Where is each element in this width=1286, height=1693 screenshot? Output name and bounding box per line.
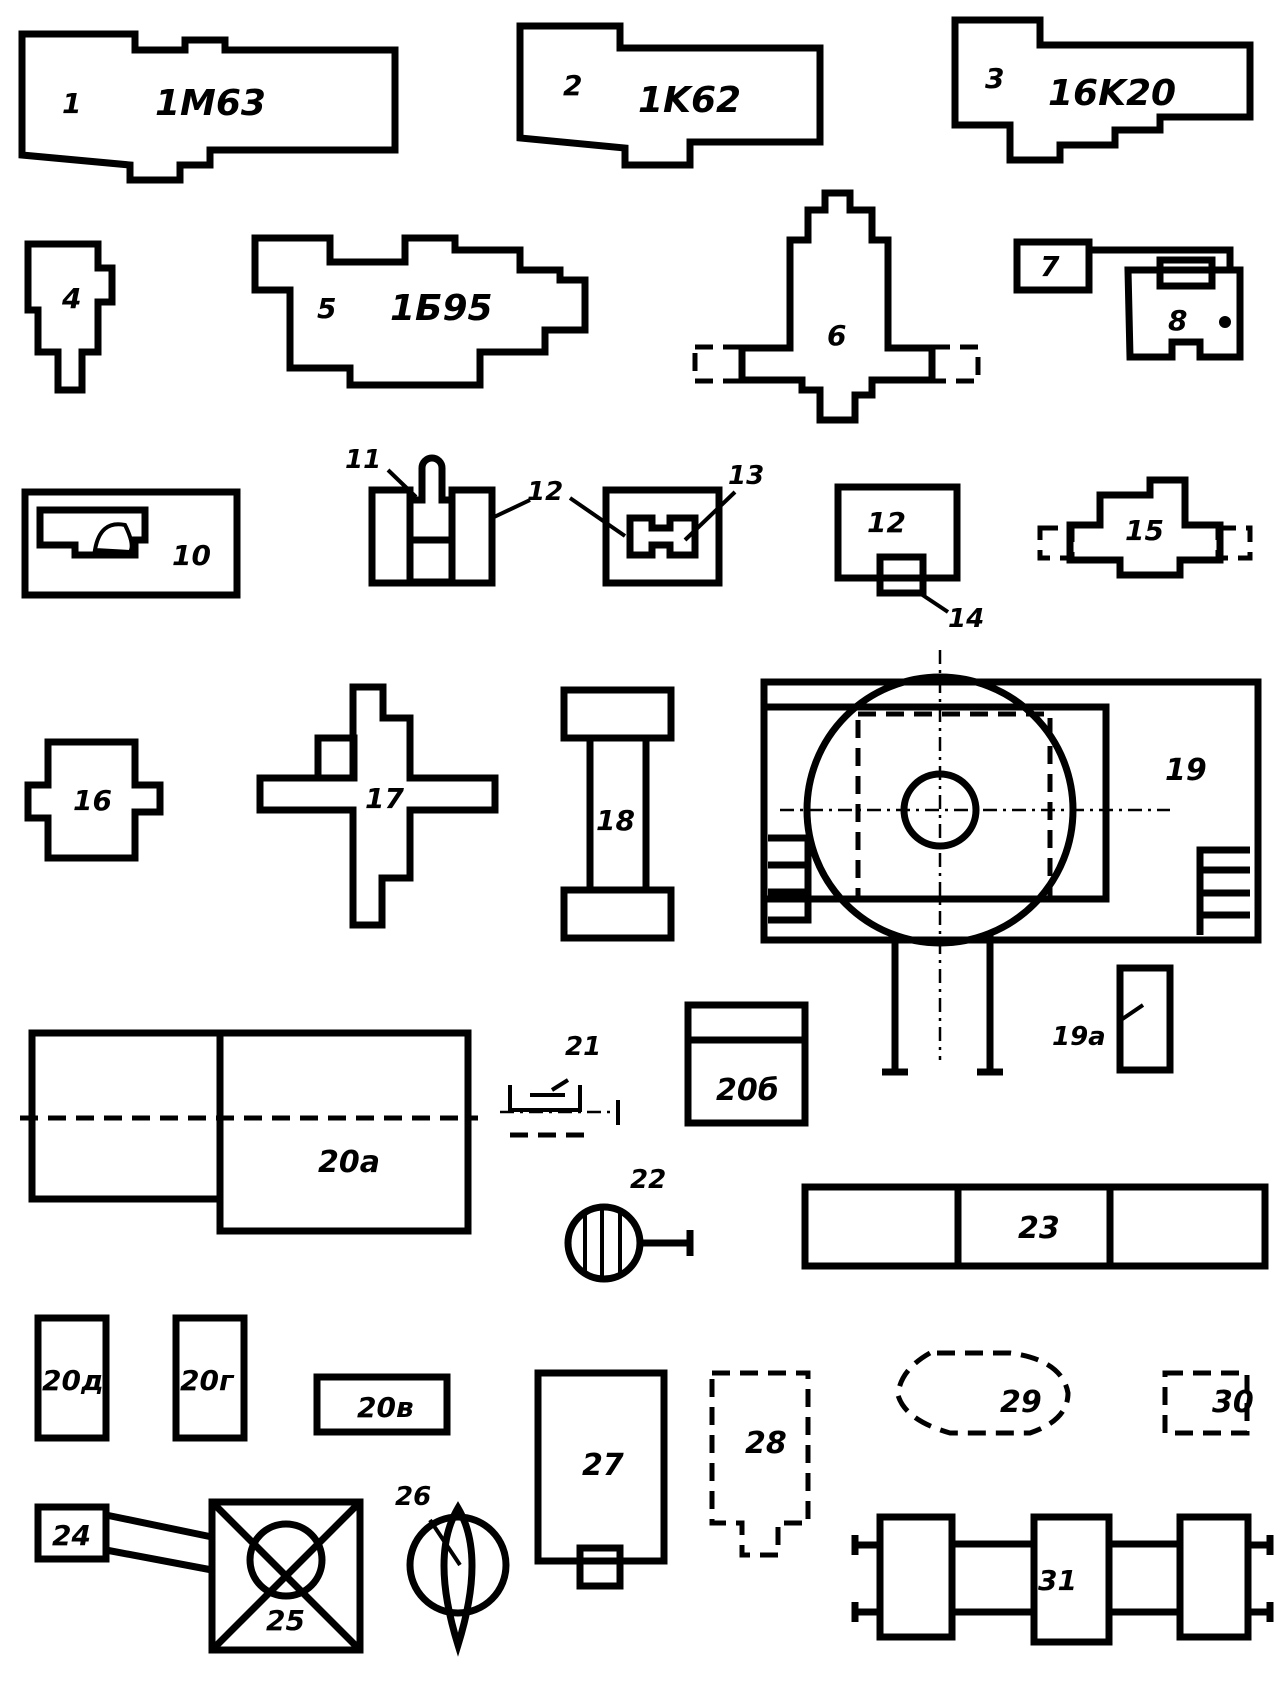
machine-18: 18	[560, 686, 675, 942]
machine-27: 27	[534, 1369, 668, 1590]
label-4: 4	[61, 282, 81, 315]
machine-29-planned: 29	[895, 1350, 1071, 1436]
machine-12-14: 12 14	[834, 483, 984, 634]
machine-28-planned: 28	[709, 1370, 811, 1558]
label-1m63: 1M63	[155, 83, 266, 124]
machine-20b: 20б	[684, 1001, 809, 1127]
label-20a: 20а	[318, 1145, 380, 1180]
label-1b95: 1Б95	[390, 288, 493, 329]
machine-22: 22	[564, 1165, 694, 1283]
machine-30-planned: 30	[1162, 1370, 1254, 1436]
label-13: 13	[728, 461, 764, 491]
label-31: 31	[1038, 1564, 1077, 1597]
machine-17: 17	[256, 683, 499, 929]
label-19: 19	[1165, 753, 1207, 788]
machine-31: 31	[851, 1513, 1274, 1646]
label-22: 22	[630, 1165, 666, 1195]
label-14: 14	[948, 604, 984, 634]
machine-1-lathe-1m63: 1 1M63	[18, 30, 399, 184]
label-12-right: 12	[867, 506, 906, 539]
label-3: 3	[985, 62, 1004, 95]
machine-3-lathe-16k20: 3 16K20	[951, 16, 1254, 164]
label-10: 10	[172, 539, 211, 572]
machine-10: 10	[21, 488, 241, 599]
label-12-left: 12	[527, 477, 563, 507]
machine-19a: 19а	[1052, 964, 1174, 1074]
label-29: 29	[1000, 1385, 1042, 1420]
machine-15: 15	[1037, 476, 1253, 579]
label-28: 28	[745, 1426, 787, 1461]
label-20v: 20в	[357, 1391, 414, 1424]
label-23: 23	[1018, 1211, 1060, 1246]
label-5: 5	[317, 292, 336, 325]
machine-26: 26	[395, 1482, 510, 1657]
machine-5-1b95: 5 1Б95	[251, 234, 589, 389]
label-16k20: 16K20	[1048, 73, 1176, 114]
label-11: 11	[345, 445, 381, 475]
machine-7-8-group: 7 8	[1013, 238, 1244, 361]
label-16: 16	[73, 784, 112, 817]
label-19a: 19а	[1052, 1022, 1106, 1052]
machine-4: 4	[24, 240, 116, 394]
machine-20a: 20а	[20, 1029, 478, 1235]
label-6: 6	[827, 319, 846, 352]
label-25: 25	[266, 1604, 305, 1637]
label-27: 27	[582, 1448, 624, 1483]
machine-23: 23	[801, 1183, 1269, 1270]
label-15: 15	[1125, 514, 1164, 547]
machine-11-12: 11 12	[345, 445, 563, 587]
label-2: 2	[563, 69, 582, 102]
label-21: 21	[565, 1032, 601, 1062]
machine-20d: 20д	[34, 1314, 110, 1442]
machine-6: 6	[692, 189, 981, 424]
machine-20v: 20в	[313, 1373, 451, 1436]
label-24: 24	[52, 1519, 91, 1552]
machine-20g: 20г	[172, 1314, 248, 1442]
label-1k62: 1K62	[638, 80, 741, 121]
machine-21: 21	[500, 1032, 620, 1138]
machine-24-25: 24 25	[34, 1498, 364, 1654]
label-20g: 20г	[180, 1364, 235, 1397]
label-1: 1	[62, 87, 81, 120]
label-20d: 20д	[42, 1364, 104, 1397]
label-8: 8	[1168, 304, 1187, 337]
label-30: 30	[1212, 1385, 1254, 1420]
machine-13: 13	[568, 461, 764, 587]
label-7: 7	[1040, 250, 1060, 283]
label-18: 18	[596, 804, 635, 837]
label-17: 17	[365, 782, 404, 815]
machine-19: 19	[760, 650, 1262, 1076]
label-20b: 20б	[716, 1073, 779, 1108]
label-26: 26	[395, 1482, 431, 1512]
machine-2-lathe-1k62: 2 1K62	[516, 22, 824, 169]
machine-16: 16	[24, 738, 164, 862]
